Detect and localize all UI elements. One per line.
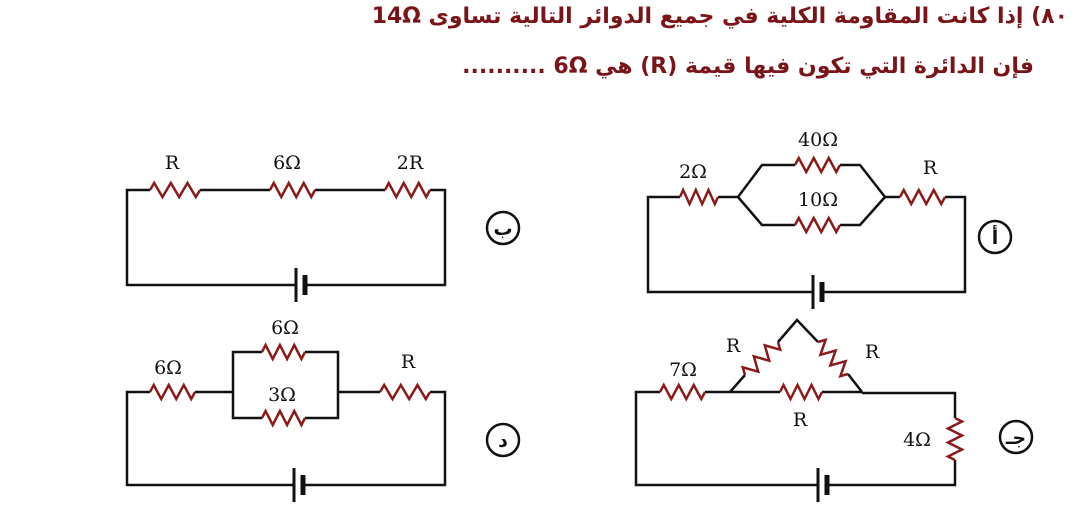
label-c-7ohm: 7Ω (669, 359, 697, 381)
label-a-R: R (923, 157, 938, 179)
wires (125, 163, 967, 487)
resistor-d-R (378, 382, 432, 402)
wire-c-left (634, 390, 818, 487)
label-a-40ohm: 40Ω (798, 129, 838, 151)
wire-a-p4 (840, 196, 886, 227)
resistor-c-R-left (740, 341, 783, 376)
resistor-d-6ohm-top (260, 342, 307, 362)
label-d-3ohm: 3Ω (268, 384, 296, 406)
label-c-R-left: R (726, 335, 741, 357)
option-a-label: أ (992, 225, 999, 249)
batteries (292, 268, 830, 502)
resistor-a-10ohm (793, 215, 842, 235)
label-a-2ohm: 2Ω (679, 161, 707, 183)
wire-c-top-right (862, 391, 957, 418)
label-d-R: R (401, 351, 416, 373)
label-d-6ohm: 6Ω (154, 357, 182, 379)
label-c-4ohm: 4Ω (903, 429, 931, 451)
label-c-R-right: R (865, 341, 880, 363)
resistor-b-R (148, 180, 202, 200)
resistor-a-40ohm (793, 155, 842, 175)
circuit-c: 7Ω R R R 4Ω جـ (669, 335, 1034, 455)
resistor-c-R-right (817, 338, 849, 378)
wire-a-p1 (718, 163, 795, 199)
resistor-b-6ohm (268, 180, 317, 200)
option-d-label: د (498, 430, 508, 452)
label-a-10ohm: 10Ω (798, 189, 838, 211)
wire-c-t2 (777, 318, 819, 343)
option-a-circle (977, 219, 1013, 255)
option-b-label: ب (493, 218, 512, 240)
option-c-circle (998, 419, 1034, 455)
wire-d-right (303, 390, 447, 487)
resistor-b-2R (383, 180, 432, 200)
wire-d-box-right (305, 350, 340, 420)
resistor-a-R (898, 187, 947, 207)
option-c-label: جـ (1005, 427, 1026, 449)
battery-a (811, 275, 825, 309)
label-d-6ohm-top: 6Ω (271, 317, 299, 339)
circuit-b: R 6Ω 2R ب (165, 152, 521, 246)
wire-d-left (125, 390, 294, 487)
wire-a-right (822, 195, 967, 294)
resistors (148, 155, 965, 462)
wire-a-p3 (737, 196, 795, 227)
wire-b-right (305, 188, 447, 287)
circuit-a: 2Ω 40Ω 10Ω R أ (679, 129, 1013, 255)
wire-a-left (646, 195, 813, 294)
option-b-circle (485, 210, 521, 246)
wire-a-p2 (840, 163, 900, 199)
wire-c-t1 (729, 374, 746, 393)
battery-c (816, 468, 830, 502)
question-line-1: ٨٠) إذا كانت المقاومة الكلية في جميع الد… (371, 4, 1068, 29)
resistor-c-7ohm (658, 382, 707, 402)
resistor-a-2ohm (678, 186, 720, 208)
resistor-d-3ohm (260, 408, 307, 428)
wire-c-right (827, 460, 957, 487)
label-c-R-mid: R (793, 409, 808, 431)
resistor-c-R-mid (778, 382, 824, 402)
label-b-R: R (165, 152, 180, 174)
circuit-d: 6Ω 6Ω 3Ω R د (154, 317, 521, 458)
label-b-2R: 2R (397, 152, 424, 174)
wire-c-t3 (847, 373, 863, 393)
battery-d (292, 468, 306, 502)
battery-b (294, 268, 308, 302)
label-b-6ohm: 6Ω (273, 152, 301, 174)
resistor-c-4ohm (945, 416, 965, 462)
question-line-2: فإن الدائرة التي تكون فيها قيمة (R) هي 6… (462, 54, 1034, 79)
wire-b-left (125, 188, 296, 287)
option-d-circle (485, 422, 521, 458)
resistor-d-6ohm (148, 382, 197, 402)
wire-d-box-left (231, 350, 262, 420)
